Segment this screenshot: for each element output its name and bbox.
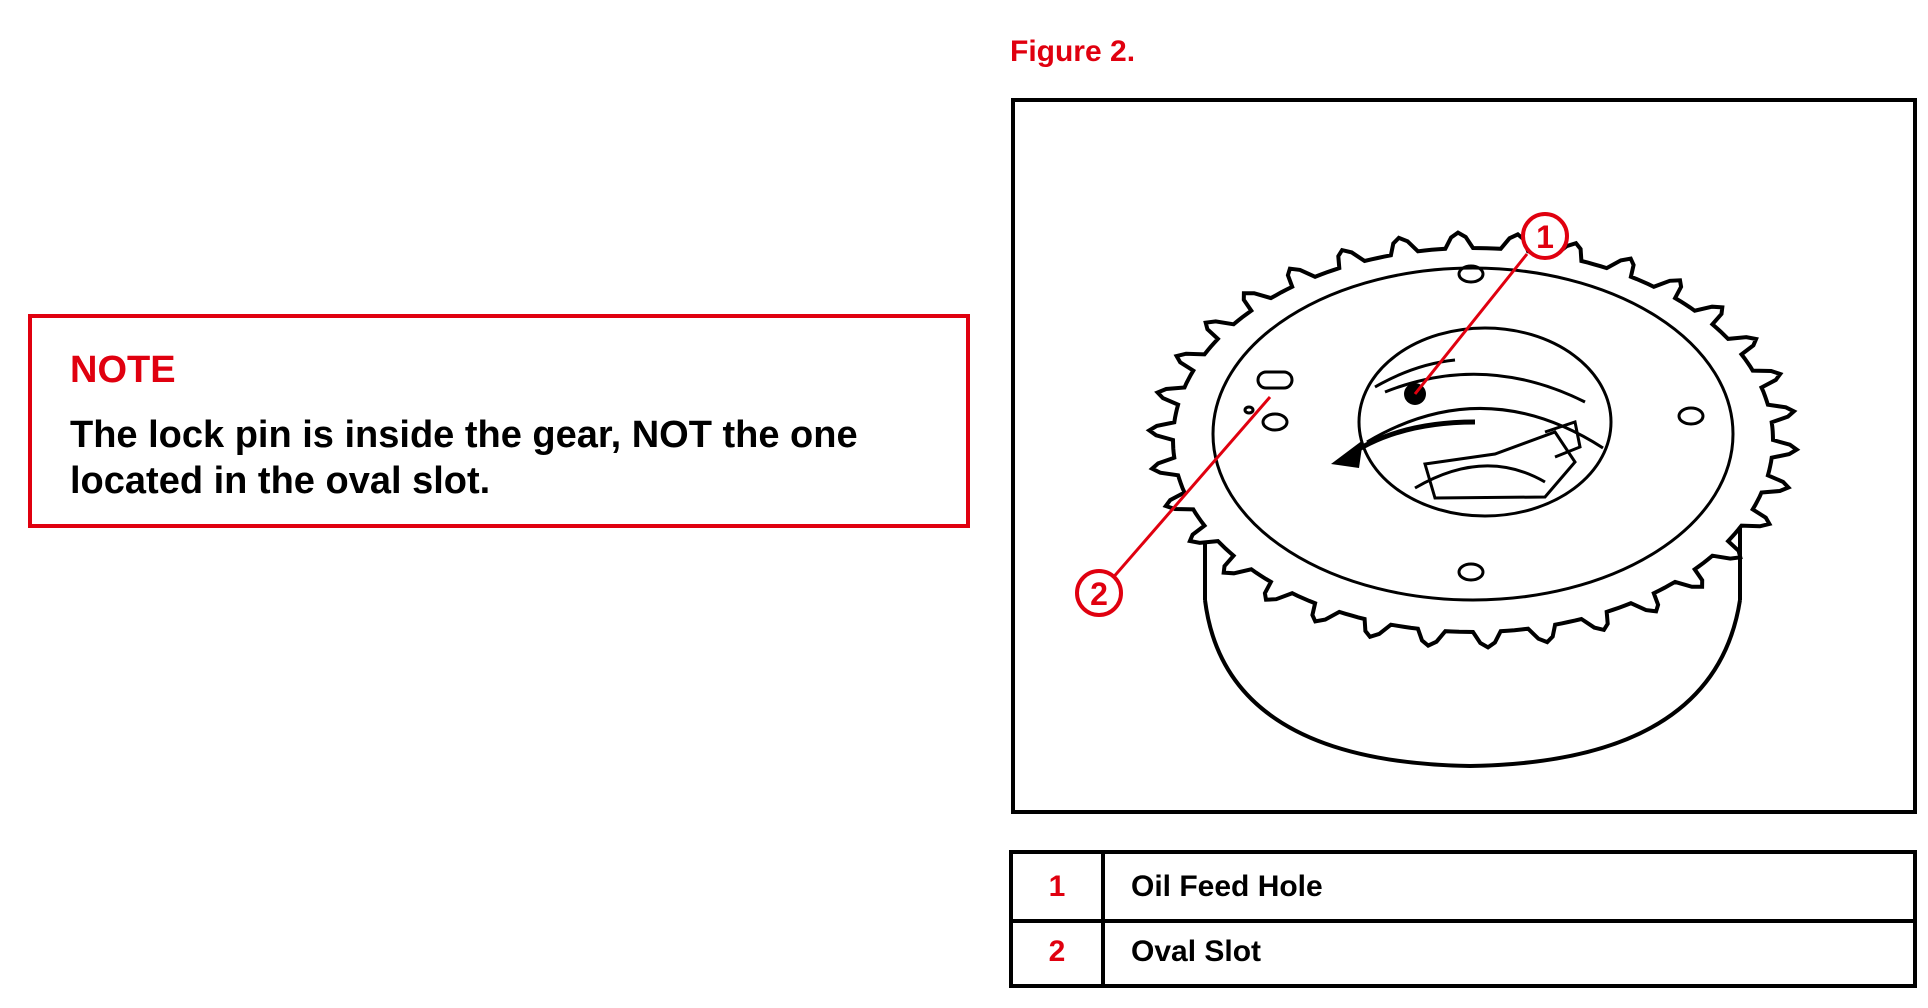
callout-1: 1	[1521, 212, 1569, 260]
cam-gear-illustration: 1 2	[1075, 212, 1801, 769]
legend-number: 2	[1013, 919, 1105, 984]
oval-slot	[1256, 370, 1294, 390]
callout-leaders	[1109, 253, 1529, 581]
legend-row: 1 Oil Feed Hole	[1013, 854, 1913, 923]
callout-1-label: 1	[1536, 219, 1554, 255]
note-title: NOTE	[70, 349, 176, 391]
figure-frame: 1 2	[1011, 98, 1917, 814]
legend-table: 1 Oil Feed Hole 2 Oval Slot	[1009, 850, 1917, 988]
callout-2-label: 2	[1090, 576, 1108, 612]
inner-bore	[1357, 326, 1613, 518]
legend-label: Oval Slot	[1131, 934, 1262, 968]
note-text: The lock pin is inside the gear, NOT the…	[70, 414, 858, 502]
sprocket-teeth	[1145, 230, 1801, 650]
bolt-holes	[1243, 264, 1705, 582]
note-box: NOTE The lock pin is inside the gear, NO…	[28, 314, 970, 528]
gear-face	[1211, 266, 1735, 602]
legend-label: Oil Feed Hole	[1131, 869, 1323, 903]
figure-title: Figure 2.	[1010, 35, 1136, 68]
legend-number: 1	[1013, 854, 1105, 919]
callout-2: 2	[1075, 569, 1123, 617]
legend-row: 2 Oval Slot	[1013, 919, 1913, 984]
rotation-arrow	[1331, 419, 1476, 468]
